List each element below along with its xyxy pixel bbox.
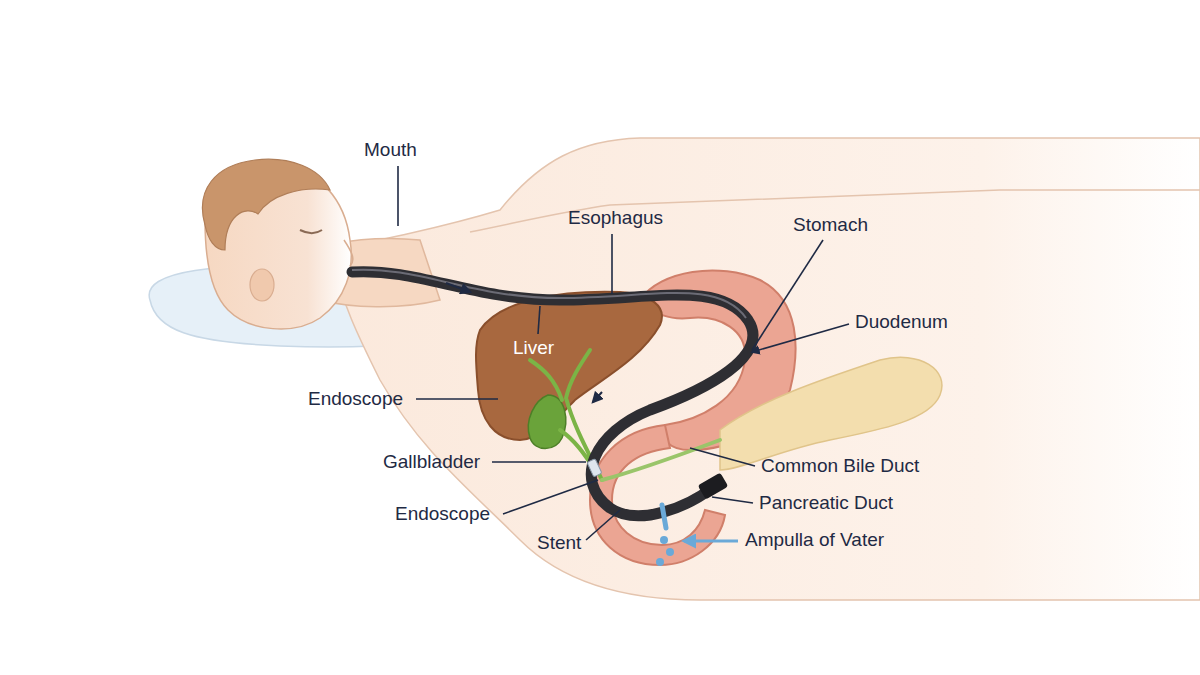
leader-line [752, 240, 823, 350]
part-label: Duodenum [855, 311, 948, 333]
part-label: Endoscope [308, 388, 403, 410]
part-label: Stomach [793, 214, 868, 236]
part-label: Endoscope [395, 503, 490, 525]
hair [202, 159, 330, 250]
part-label: Stent [537, 532, 581, 554]
pancreatic-duct [602, 440, 720, 480]
endoscope-tip [698, 473, 729, 500]
pancreas [720, 357, 942, 470]
organ-label: Liver [513, 337, 554, 359]
leader-line [712, 497, 753, 503]
gallbladder [528, 395, 565, 449]
motion-arrow [593, 392, 602, 402]
fluid-drop [666, 548, 674, 556]
part-label: Pancreatic Duct [759, 492, 893, 514]
leader-line [397, 166, 399, 226]
leader-line [416, 398, 498, 400]
endoscope-tube [352, 272, 753, 516]
endoscope-highlight [352, 270, 746, 318]
leader-line [492, 461, 586, 463]
pointer-arrow [684, 540, 738, 543]
fluid-stream [662, 505, 666, 528]
leader-line [752, 324, 849, 352]
leader-line [586, 510, 620, 540]
part-label: Ampulla of Vater [745, 529, 884, 551]
bile-duct [530, 350, 602, 480]
nose [344, 240, 353, 266]
leader-lines [398, 166, 849, 540]
leader-line [611, 234, 613, 294]
leader-line [503, 480, 598, 514]
leader-line [690, 448, 755, 466]
part-label: Esophagus [568, 207, 663, 229]
part-label: Mouth [364, 139, 417, 161]
part-label: Common Bile Duct [761, 455, 919, 477]
fluid-drop [660, 536, 668, 544]
torso [330, 138, 1200, 600]
closed-eye [300, 230, 322, 233]
part-label: Gallbladder [383, 451, 480, 473]
fluid-drop [656, 558, 664, 566]
ear [250, 269, 274, 301]
motion-arrow [446, 283, 470, 292]
leader-line [538, 306, 540, 334]
stent-symbol [587, 459, 602, 477]
